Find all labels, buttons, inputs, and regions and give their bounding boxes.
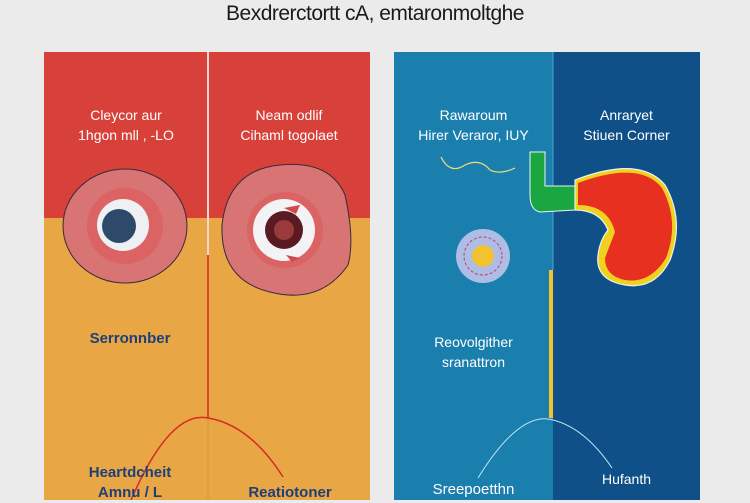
label-line: Cleycor aur <box>90 107 162 123</box>
healthy-eye-illustration <box>62 168 188 284</box>
label-line: Rawaroum <box>439 107 508 123</box>
left-mid-label: Serronnber <box>89 330 171 347</box>
label-line: Anraryet <box>600 107 653 123</box>
diseased-eye-illustration <box>221 163 352 296</box>
label-line: Neam odlif <box>255 107 323 123</box>
kidney-illustration <box>529 151 678 287</box>
page-title: Bexdrerctortt cA, emtaronmoltghe <box>226 2 524 25</box>
right-top-right-label: Anraryet Stiuen Corner <box>553 105 700 145</box>
label-line: Stiuen Corner <box>583 127 670 143</box>
right-bottom-left-label: Sreepoetthn <box>432 481 515 498</box>
left-bottom-right-label: Reatiotoner <box>248 484 332 501</box>
right-panel <box>394 52 700 500</box>
left-panel <box>44 52 370 500</box>
right-mid-label: Reovolgither sranattron <box>394 332 553 372</box>
right-bottom-right-label: Hufanth <box>601 471 652 487</box>
label-line: sranattron <box>441 354 506 370</box>
cell-illustration <box>456 229 510 283</box>
left-top-left-label: Cleycor aur 1hgon mll , -LO <box>44 105 208 145</box>
label-line: 1hgon mll , -LO <box>78 127 174 143</box>
label-line: Hirer Veraror, IUY <box>418 127 529 143</box>
label-line: Cihaml togolaet <box>240 127 338 143</box>
left-top-right-label: Neam odlif Cihaml togolaet <box>208 105 370 145</box>
label-line: Reovolgither <box>434 334 513 350</box>
label-line: Amnu / L <box>97 484 163 501</box>
right-top-left-label: Rawaroum Hirer Veraror, IUY <box>394 105 553 145</box>
label-line: Heartdcheit <box>88 464 172 481</box>
left-bottom-left-label: Heartdcheit Amnu / L <box>55 463 205 503</box>
